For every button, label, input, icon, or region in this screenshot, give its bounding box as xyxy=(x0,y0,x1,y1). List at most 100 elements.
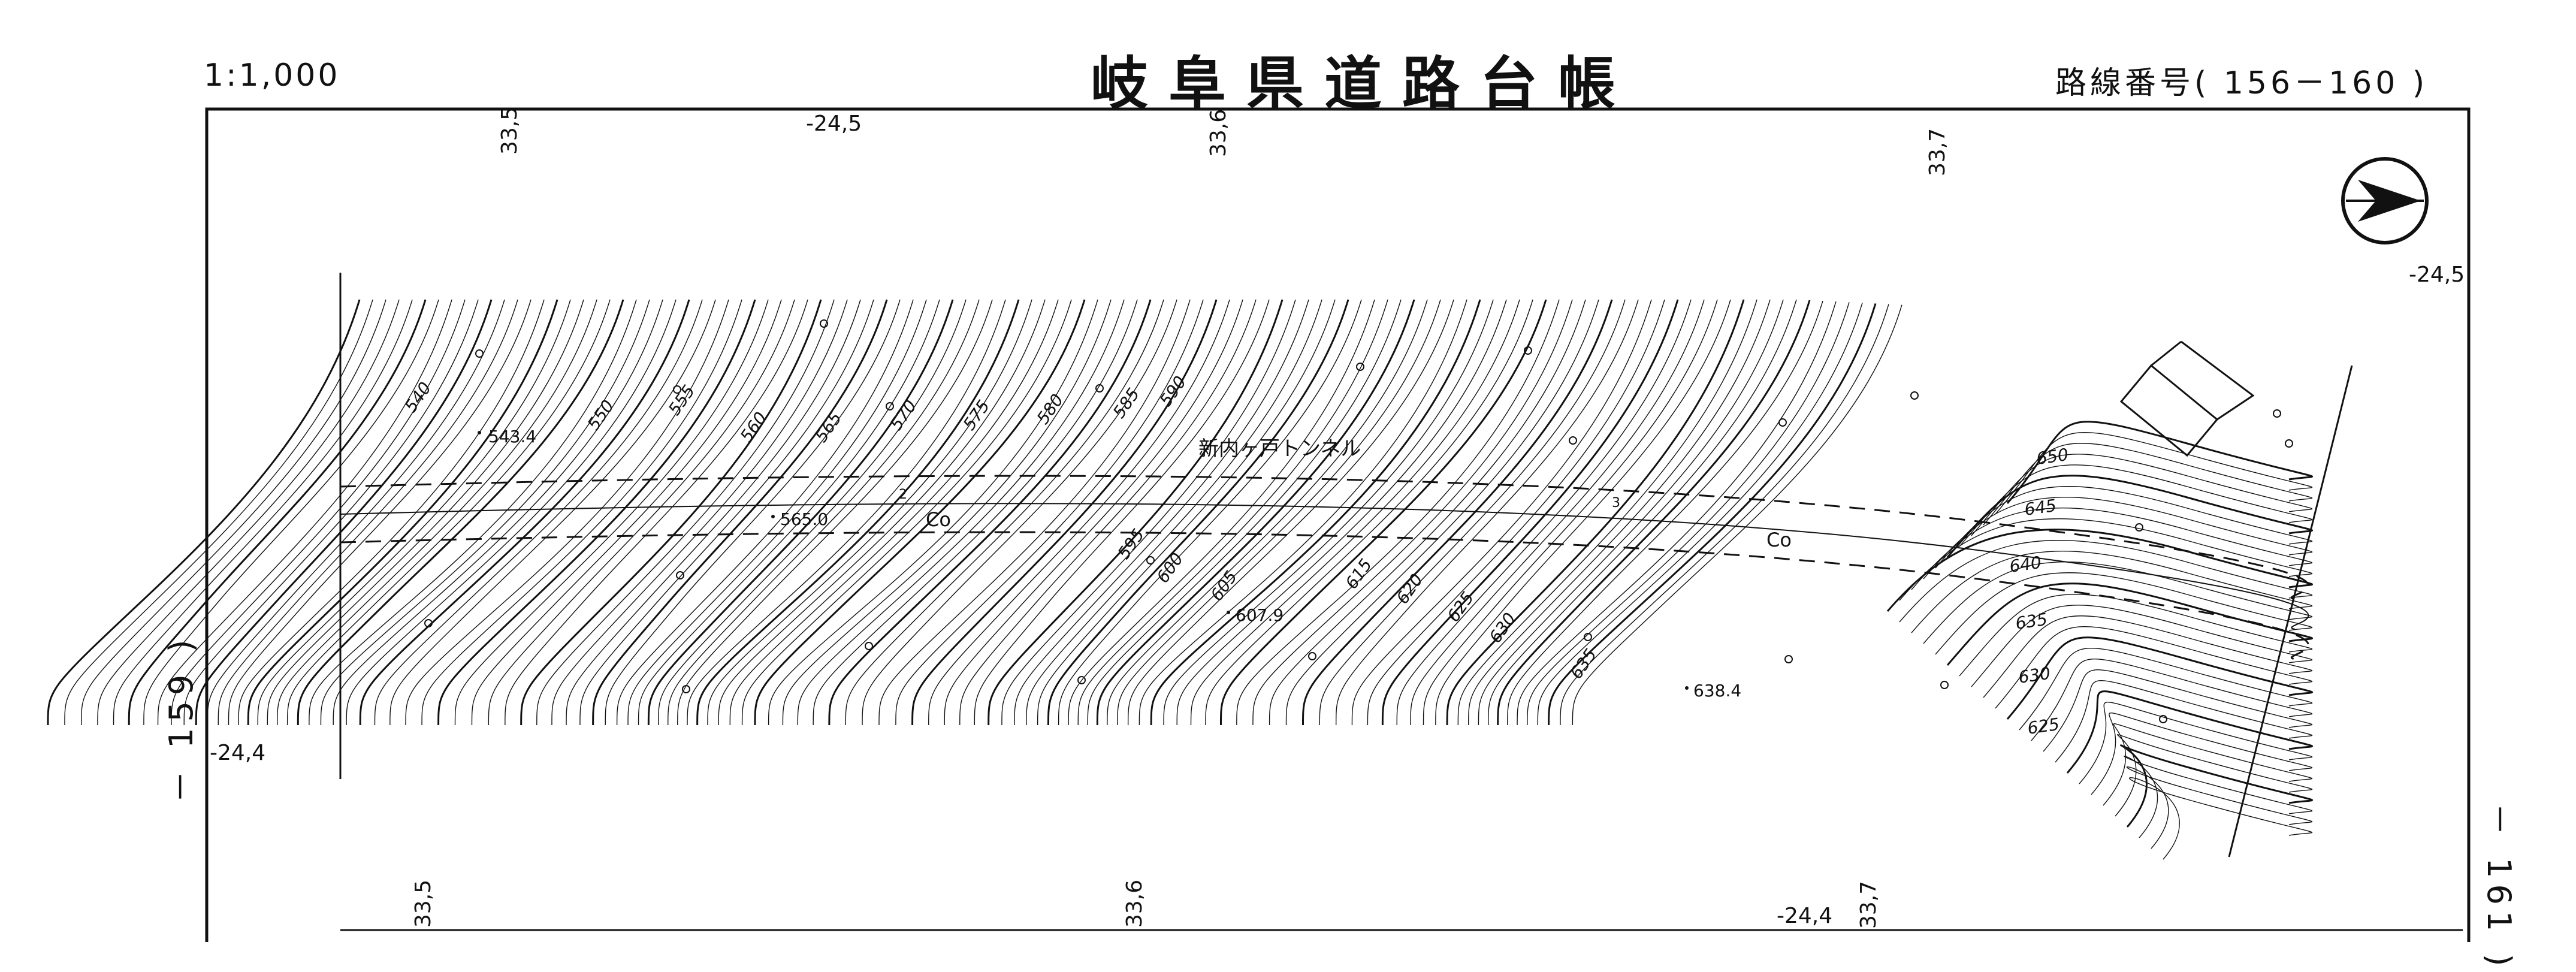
contour-line xyxy=(813,299,1138,726)
contour-label: 635 xyxy=(1566,645,1601,683)
contour-line xyxy=(1983,615,2313,698)
contour-line xyxy=(1068,299,1375,726)
contour-line xyxy=(1886,529,2314,612)
contour-line xyxy=(605,299,901,726)
terrain-symbol xyxy=(1308,652,1316,660)
contour-line xyxy=(195,299,493,726)
contour-label: 595 xyxy=(1114,525,1149,563)
grid-label-top: 33,5 xyxy=(497,107,522,155)
contour-line xyxy=(1971,605,2313,687)
map-scale: 1:1,000 xyxy=(204,58,340,93)
contour-line xyxy=(1252,299,1573,726)
contour-line xyxy=(2129,777,2313,860)
contour-line xyxy=(768,299,1098,726)
contour-line xyxy=(1026,299,1322,726)
contour-line xyxy=(687,299,1006,726)
topographic-map: 33,5 -24,5 33,6 33,7 -24,5 -24,4 33,5 33… xyxy=(47,107,2471,942)
grid-label-top: 33,7 xyxy=(1925,128,1950,176)
contour-line xyxy=(1077,299,1388,726)
contour-line xyxy=(1923,561,2313,644)
contour-line xyxy=(536,299,835,726)
contour-label: 615 xyxy=(1342,555,1376,593)
contour-line xyxy=(551,299,848,726)
contour-line xyxy=(1507,300,1823,726)
contour-line xyxy=(1560,304,1889,726)
contour-line xyxy=(1087,299,1402,726)
terrain-symbol xyxy=(2135,523,2143,532)
contour-line xyxy=(1435,299,1731,726)
contour-line xyxy=(238,299,545,726)
contour-line xyxy=(944,299,1243,726)
contour-line xyxy=(1219,299,1547,726)
terrain-symbol xyxy=(475,349,484,358)
contour-line xyxy=(1923,496,2313,579)
spot-height: 638.4 xyxy=(1693,681,1741,701)
road-marker: Co xyxy=(926,508,951,531)
contour-line xyxy=(171,299,466,726)
contour-line xyxy=(1335,299,1639,726)
contour-line xyxy=(207,299,505,726)
contour-line xyxy=(862,299,1177,726)
contour-line xyxy=(505,299,808,726)
station-mark: 3 xyxy=(1612,496,1620,511)
contour-line xyxy=(2019,648,2313,730)
contour-line xyxy=(638,299,940,726)
contour-line xyxy=(286,299,611,726)
contour-line xyxy=(2079,701,2313,784)
contour-line xyxy=(1488,299,1797,726)
contour-line xyxy=(1911,508,2313,590)
contour-line xyxy=(1946,582,2314,666)
contour-line xyxy=(1205,299,1533,726)
contour-line xyxy=(1935,572,2313,655)
spot-height: 607.9 xyxy=(1236,605,1284,625)
contour-line xyxy=(333,299,663,726)
page-title: 岐阜県道路台帳 xyxy=(1091,50,1636,117)
contour-line xyxy=(1138,299,1467,726)
terrain-symbol xyxy=(1778,418,1787,427)
contour-lines xyxy=(47,299,2314,860)
terrain-symbol xyxy=(1910,391,1919,400)
contour-line xyxy=(454,299,769,726)
contour-line xyxy=(1983,442,2313,526)
contour-line xyxy=(647,299,954,726)
contour-line xyxy=(1351,299,1652,726)
terrain-symbol xyxy=(2285,439,2293,448)
contour-line xyxy=(1190,299,1520,726)
contour-line xyxy=(64,299,373,726)
contour-line xyxy=(1302,299,1613,726)
contour-label: 650 xyxy=(2035,445,2070,469)
contour-label: 550 xyxy=(584,396,618,434)
terrain-symbol xyxy=(1146,556,1155,565)
grid-labels: 33,5 -24,5 33,6 33,7 -24,5 -24,4 33,5 33… xyxy=(210,107,2465,929)
contour-line xyxy=(346,299,677,726)
contour-line xyxy=(1058,299,1362,726)
spot-heights: 543.4 565.0 607.9 638.4 xyxy=(478,427,1741,701)
contour-line xyxy=(1548,303,1877,726)
contour-line xyxy=(845,299,1164,726)
grid-label-left: -24,4 xyxy=(210,741,265,765)
contour-line xyxy=(911,299,1218,726)
contour-line xyxy=(1446,299,1745,726)
contour-line xyxy=(2066,690,2314,774)
contour-line xyxy=(668,299,980,726)
contour-line xyxy=(1176,299,1507,726)
contour-label: 560 xyxy=(736,408,771,446)
contour-line xyxy=(405,299,729,726)
contour-line xyxy=(2043,669,2313,752)
contour-label: 570 xyxy=(886,396,921,434)
contour-line xyxy=(1959,594,2313,677)
contour-label: 590 xyxy=(1156,372,1191,410)
contour-label: 625 xyxy=(2026,714,2061,738)
contour-line xyxy=(2124,756,2313,838)
contour-line xyxy=(754,299,1086,726)
terrain-symbol xyxy=(2273,409,2281,418)
terrain-symbol xyxy=(886,402,894,410)
road-marker: Co xyxy=(1766,529,1792,551)
contour-line xyxy=(1423,299,1718,726)
contour-line xyxy=(80,299,386,726)
contour-label: 600 xyxy=(1153,549,1188,587)
contour-line xyxy=(1381,299,1679,726)
contour-line xyxy=(1527,302,1850,726)
contour-label: 540 xyxy=(401,378,436,416)
contour-line xyxy=(1037,299,1336,726)
